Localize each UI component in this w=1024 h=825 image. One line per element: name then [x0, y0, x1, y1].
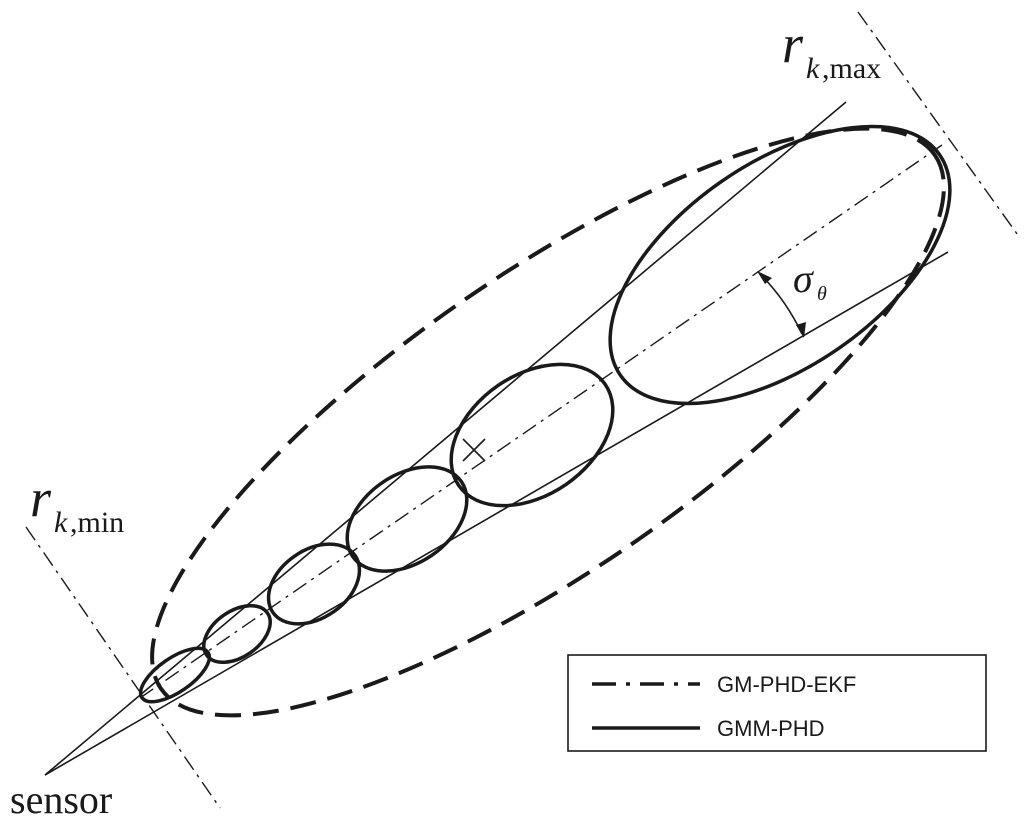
gm-phd-ekf-ellipse	[150, 126, 946, 718]
svg-text:σ: σ	[793, 256, 814, 301]
center-cross-marker	[462, 438, 486, 462]
gmm-phd-ellipse-2	[202, 603, 272, 665]
range-min-line	[25, 526, 221, 809]
gmm-phd-ellipse-6	[608, 124, 952, 406]
gmm-phd-ellipse-4	[345, 465, 469, 573]
svg-text:θ: θ	[817, 283, 827, 305]
svg-text:r: r	[782, 14, 804, 74]
legend-label-gm-phd-ekf: GM-PHD-EKF	[717, 672, 856, 697]
svg-text:k: k	[54, 506, 68, 539]
sigma-arc-arrow-bottom	[796, 322, 806, 338]
sigma-theta-label: σ θ	[793, 256, 827, 305]
svg-text:,min: ,min	[70, 506, 124, 539]
svg-text:k: k	[806, 52, 820, 85]
svg-text:r: r	[30, 468, 52, 528]
gmm-phd-ellipse-1	[138, 646, 212, 704]
legend: GM-PHD-EKF GMM-PHD	[567, 654, 987, 752]
beam-lower-line	[44, 251, 949, 776]
legend-box	[567, 654, 987, 752]
gmm-phd-ellipse-5	[449, 362, 615, 508]
r-k-min-label: r k ,min	[30, 468, 124, 539]
sigma-arc-arrow-top	[757, 271, 772, 284]
legend-label-gmm-phd: GMM-PHD	[717, 716, 825, 741]
svg-text:,max: ,max	[822, 52, 881, 85]
center-axis-line	[139, 144, 943, 699]
range-max-line	[857, 11, 1021, 239]
sensor-label: sensor	[10, 777, 112, 822]
gmm-phd-ellipse-3	[266, 542, 362, 626]
r-k-max-label: r k ,max	[782, 14, 881, 85]
beam-upper-line	[44, 101, 847, 776]
